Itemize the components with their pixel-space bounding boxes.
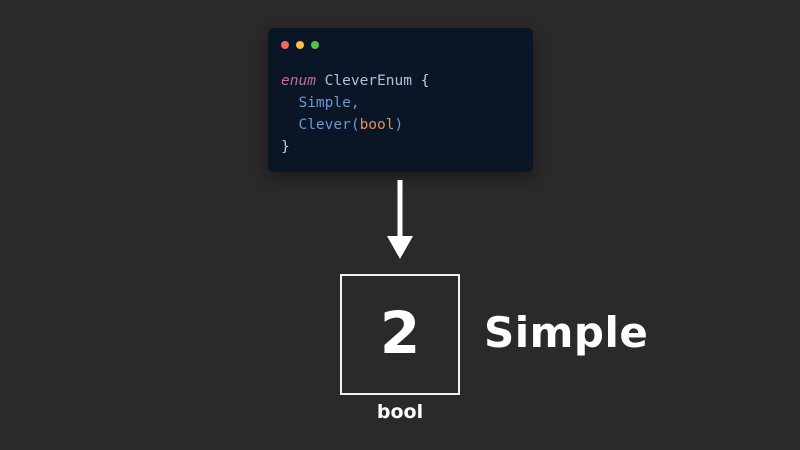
variant-label: Simple	[484, 308, 649, 357]
code-line: }	[281, 136, 429, 158]
code-token-variant: Clever(	[281, 117, 360, 133]
code-token-punct	[316, 73, 325, 89]
code-line: Clever(bool)	[281, 114, 429, 136]
code-line: enum CleverEnum {	[281, 70, 429, 92]
code-snippet: enum CleverEnum { Simple, Clever(bool)}	[281, 70, 429, 158]
code-token-keyword: enum	[281, 73, 316, 89]
close-button-icon[interactable]	[281, 41, 289, 49]
code-token-builtin: bool	[359, 117, 395, 133]
code-token-variant: Simple,	[281, 95, 360, 111]
minimize-button-icon[interactable]	[296, 41, 304, 49]
zoom-button-icon[interactable]	[311, 41, 319, 49]
code-token-type: CleverEnum	[324, 73, 412, 89]
size-box: 2	[340, 274, 460, 395]
field-type-label: bool	[376, 401, 424, 423]
code-line: Simple,	[281, 92, 429, 114]
window-controls	[281, 41, 319, 49]
code-token-punct: {	[411, 73, 430, 89]
down-arrow-icon	[387, 180, 413, 259]
size-value: 2	[379, 298, 421, 367]
code-window: enum CleverEnum { Simple, Clever(bool)}	[268, 28, 533, 172]
code-token-variant: )	[394, 117, 404, 133]
code-token-punct: }	[281, 139, 290, 155]
